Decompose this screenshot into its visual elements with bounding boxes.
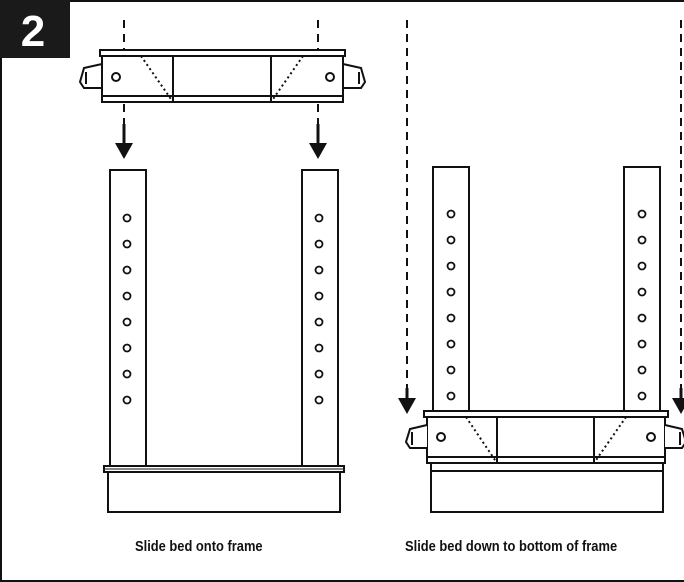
bed-rail-top — [78, 49, 367, 103]
down-arrow-icon — [398, 388, 416, 414]
frame-base — [103, 465, 345, 513]
bed-rail-seated — [404, 410, 684, 464]
down-arrow-icon — [115, 124, 133, 159]
caption-slide-bed-onto-frame: Slide bed onto frame — [135, 538, 263, 555]
post-holes-left — [446, 209, 456, 401]
caption-slide-bed-down: Slide bed down to bottom of frame — [405, 538, 618, 555]
right-illustration — [398, 20, 684, 513]
step-number: 2 — [21, 7, 45, 56]
frame-base — [430, 462, 664, 513]
post-holes-right — [637, 209, 647, 401]
step-badge — [0, 0, 70, 58]
down-arrow-icon — [309, 124, 327, 159]
left-illustration — [78, 20, 367, 513]
post-holes-left — [122, 213, 132, 405]
down-arrow-icon — [672, 388, 684, 414]
post-holes-right — [314, 213, 324, 405]
